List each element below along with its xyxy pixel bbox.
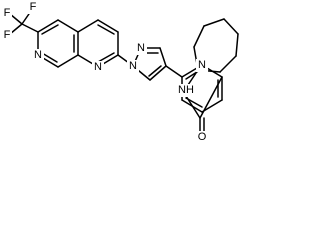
bond-ring2-d2 (97, 52, 115, 63)
bond-chp-3 (203, 18, 225, 27)
pyridine-nitrogen-label: N (196, 59, 208, 72)
bond-pz-c (159, 47, 167, 67)
amide-nitrogen-label: NH (176, 84, 196, 97)
bond-chp-5 (235, 33, 239, 57)
carbonyl-oxygen-label: O (196, 131, 208, 144)
bond-ring1-a (37, 19, 59, 33)
bond-ring1-e2 (41, 52, 58, 63)
fluorine-2-label: F (2, 29, 12, 42)
fluorine-1-text: F (4, 7, 11, 19)
pyrazole-nitrogen-1-text: N (129, 60, 137, 72)
atom-labels: F F F N N N N N (2, 1, 208, 144)
bond-ring2-b (97, 19, 119, 33)
bond-ring1-b (57, 19, 79, 33)
fluorine-1-label: F (2, 7, 12, 20)
bond-py-c (201, 99, 223, 113)
naphthyridine-nitrogen-2-text: N (94, 61, 102, 73)
bond-pz-d2 (148, 65, 162, 77)
pyrazole-nitrogen-2-label: N (135, 42, 147, 55)
bond-cf3-ring (21, 23, 39, 33)
pyrazole-nitrogen-2-text: N (137, 42, 145, 54)
bond-pz-d (149, 65, 167, 81)
naphthyridine-nitrogen-2-label: N (92, 61, 104, 74)
chemical-structure: F F F N N N N N (2, 1, 239, 144)
bond-ring1-a2 (41, 24, 59, 35)
bond-carbonyl-n (185, 95, 201, 119)
carbonyl-oxygen-text: O (198, 131, 207, 143)
bond-ring2-a (77, 19, 99, 33)
bond-ring-carbonyl (199, 76, 223, 119)
bond-chp-6 (219, 55, 237, 73)
bond-ring1-d (57, 54, 79, 68)
fluorine-3-label: F (28, 1, 38, 14)
fluorine-2-text: F (4, 29, 11, 41)
naphthyridine-nitrogen-1-label: N (32, 49, 44, 62)
naphthyridine-nitrogen-1-text: N (34, 49, 42, 61)
bond-pyrazole-pyridine (165, 65, 183, 78)
pyrazole-nitrogen-1-label: N (127, 60, 139, 73)
fluorine-3-text: F (30, 1, 37, 13)
bonds (9, 10, 239, 135)
bond-ring2-b2 (97, 24, 115, 35)
amide-nitrogen-text: NH (178, 84, 194, 96)
bond-chp-4 (223, 18, 239, 35)
bond-chp-2 (193, 25, 205, 48)
pyridine-nitrogen-text: N (198, 59, 206, 71)
